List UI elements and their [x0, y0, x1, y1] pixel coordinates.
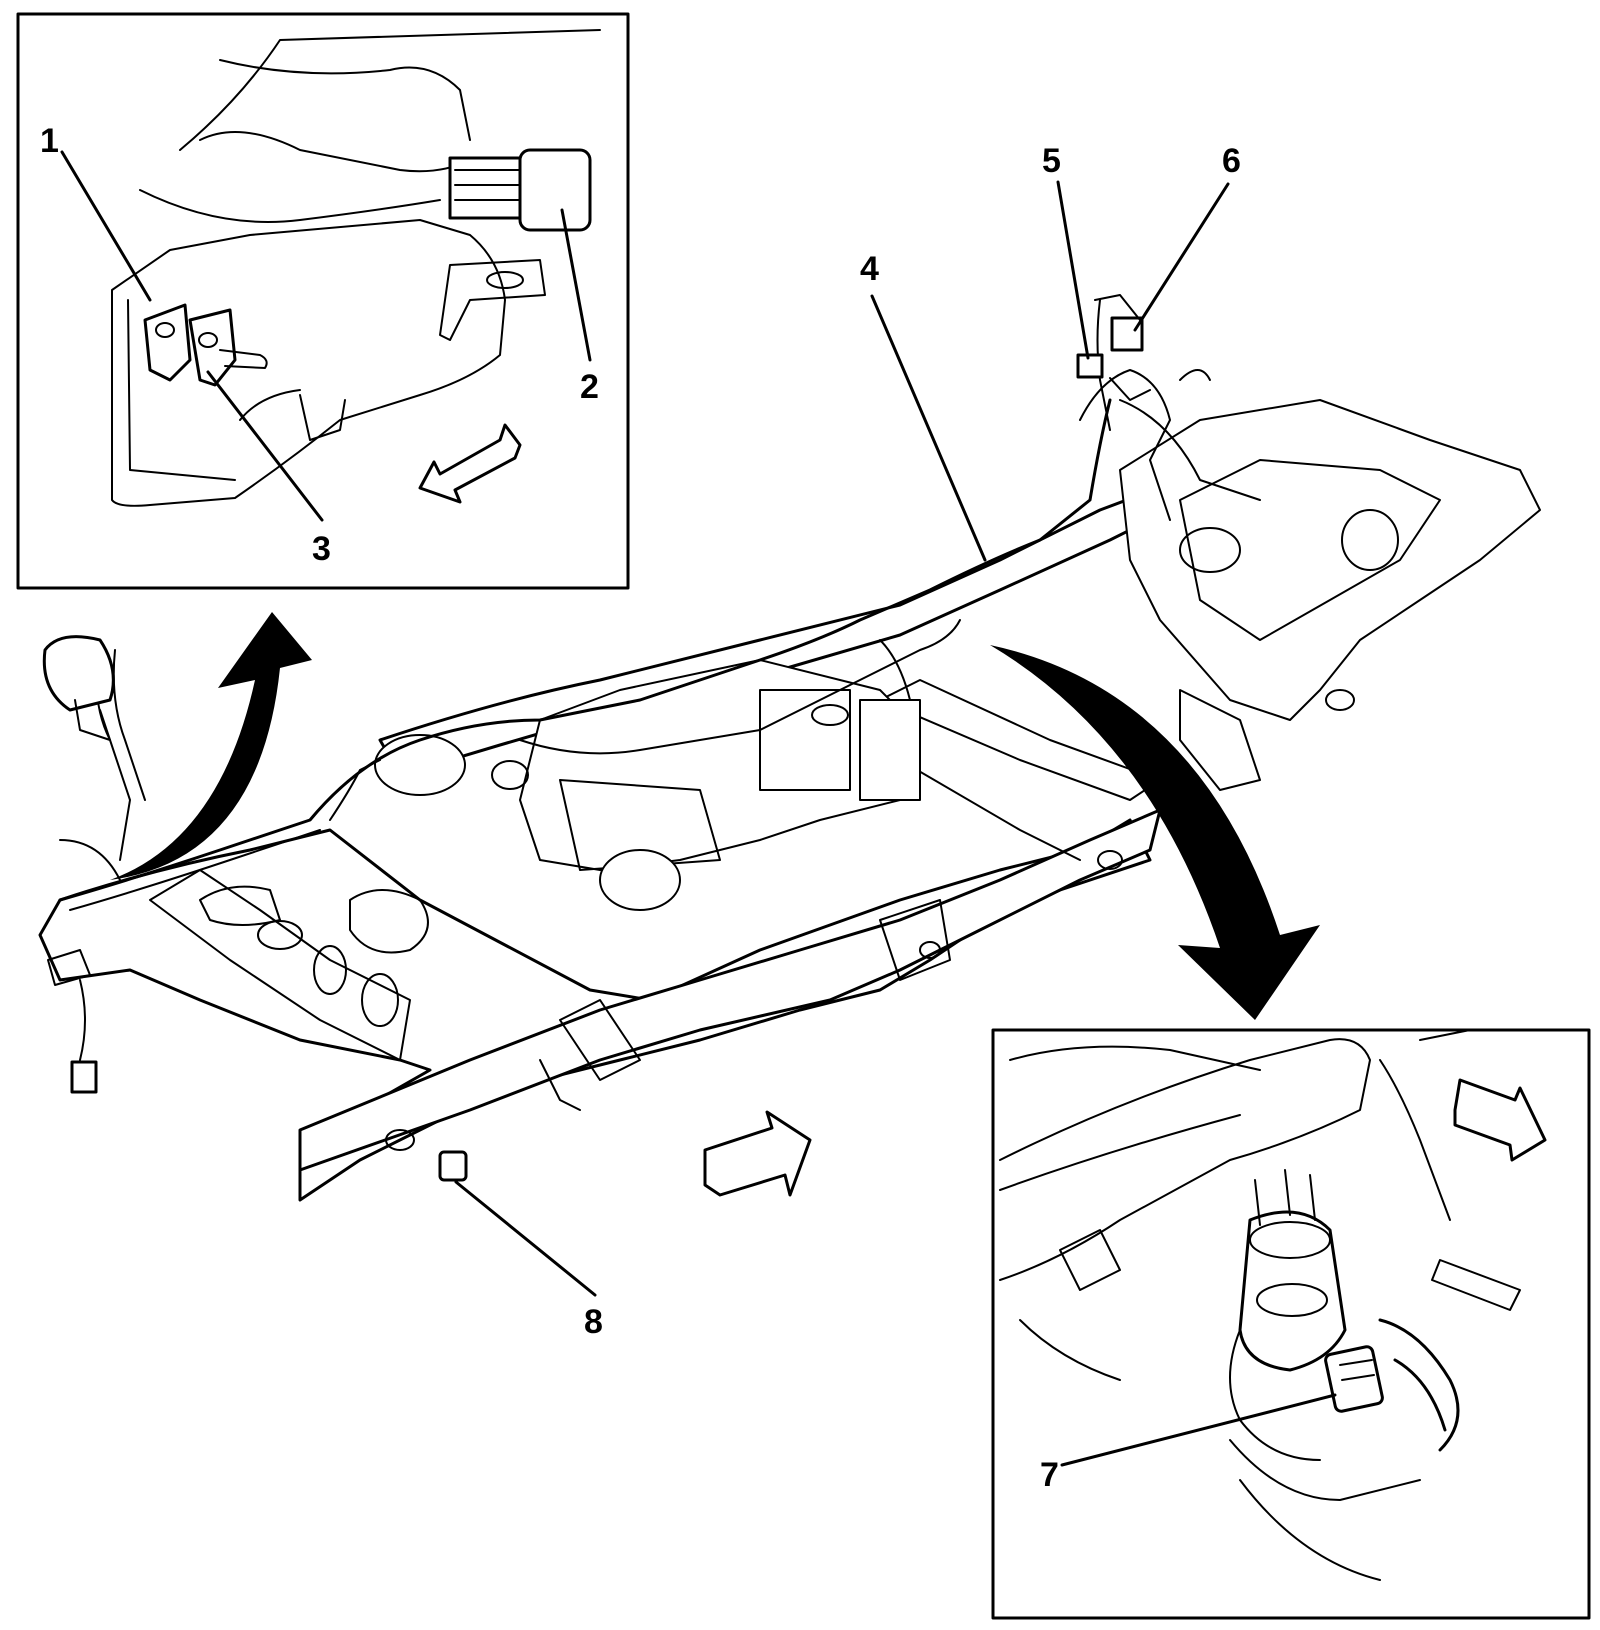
callout-6: 6	[1222, 142, 1241, 180]
callout-1: 1	[40, 122, 59, 160]
callout-8: 8	[584, 1303, 603, 1341]
callout-3: 3	[312, 530, 331, 568]
detail-inset-bottom-right: 7	[991, 1028, 1591, 1620]
callout-7: 7	[1040, 1456, 1059, 1494]
callout-2: 2	[580, 368, 599, 406]
detail-inset-top-left: 1 2 3	[16, 12, 630, 590]
chassis-frame-drawing: 4 5 6 8	[38, 142, 1541, 1341]
callout-5: 5	[1042, 142, 1061, 180]
callout-4: 4	[860, 250, 879, 288]
